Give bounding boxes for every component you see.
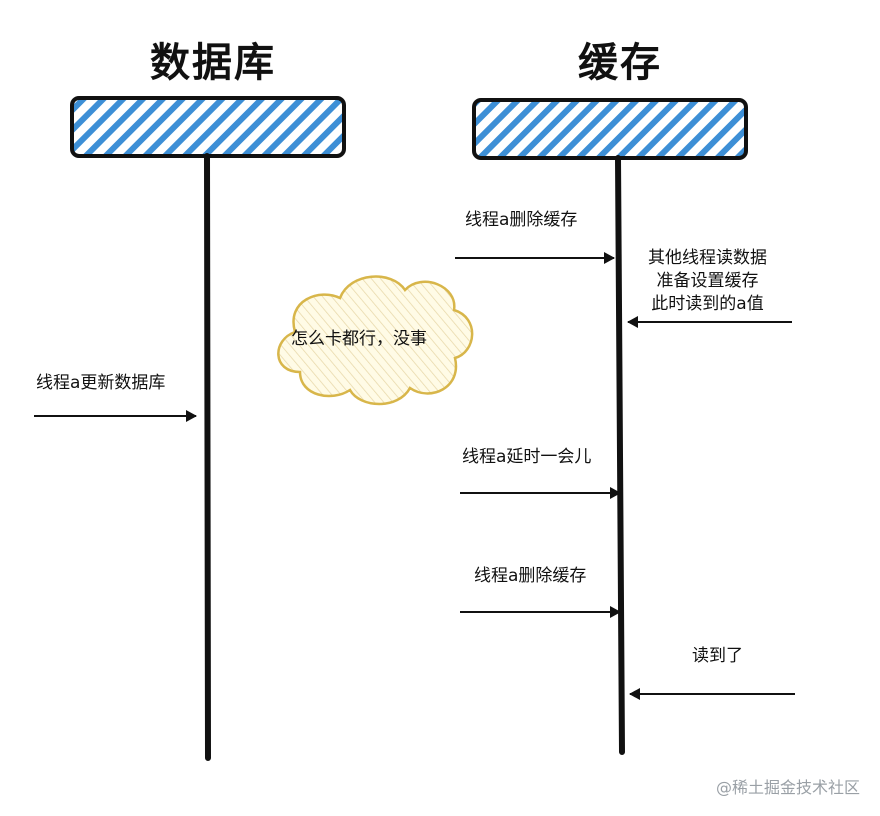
label-read-done: 读到了 [692,646,743,666]
other-thread-line-1: 其他线程读数据 [648,248,767,268]
database-lifeline [204,153,211,761]
label-delay: 线程a延时一会儿 [462,447,592,467]
database-title: 数据库 [150,40,276,86]
cache-lifeline [615,155,625,755]
database-box [70,96,346,158]
label-update-db: 线程a更新数据库 [36,373,166,393]
cloud-text: 怎么卡都行，没事 [291,329,427,349]
label-delete-cache-1: 线程a删除缓存 [465,210,578,230]
cloud-shape [277,275,474,406]
watermark: @稀土掘金技术社区 [715,778,860,797]
cache-title: 缓存 [578,40,662,86]
label-delete-cache-2: 线程a删除缓存 [474,566,587,586]
cache-box [472,98,748,160]
other-thread-line-2: 准备设置缓存 [656,271,759,291]
other-thread-line-3: 此时读到的a值 [651,294,764,314]
label-other-thread: 其他线程读数据 准备设置缓存 此时读到的a值 [648,247,767,316]
